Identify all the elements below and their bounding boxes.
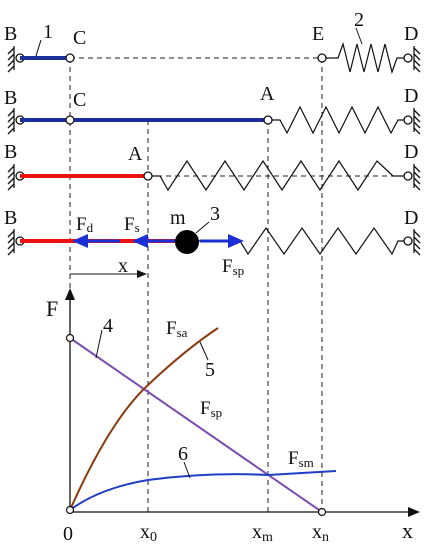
label-fd: Fd [76,214,94,235]
spring-row3 [152,159,404,192]
joint-c-row1 [65,53,75,63]
callout-1: 1 [43,21,53,43]
leader-2 [355,27,363,45]
label-fsm: Fsm [288,448,314,470]
y-axis-label: F [46,296,58,321]
wall-right-row3 [403,164,421,191]
leader-6 [183,461,191,479]
leader-5 [199,341,209,361]
joint-a-row3 [143,171,153,181]
force-arrows [72,234,244,248]
label-d-row4: D [404,207,418,229]
callout-5: 5 [205,359,215,381]
label-d-row2: D [404,85,418,107]
tick-x0: x0 [140,521,157,545]
label-fsa: Fsa [166,318,188,340]
leader-1 [35,39,42,57]
curve-fsm [69,470,337,511]
wall-right-row4 [403,229,421,256]
wall-left-row4 [7,229,25,256]
point-xn [317,507,327,517]
label-b-row4: B [4,207,17,229]
spring-row4 [196,226,404,256]
label-fsp-line: Fsp [200,398,222,420]
leader-4 [95,329,103,359]
joint-c-row2 [65,115,75,125]
curve-fsa [69,327,219,511]
label-fsp-force: Fsp [222,256,244,278]
origin-label: 0 [63,523,73,545]
arrow-fsp-head [228,234,244,248]
guide-lines [69,57,408,512]
callout-4: 4 [103,315,113,337]
wall-right-row2 [403,108,421,135]
joint-e-row1 [317,53,327,63]
wall-right-row1 [403,46,421,73]
row-2: B C A D [4,83,421,135]
label-d-row3: D [404,141,418,163]
tick-xn: xn [312,521,329,545]
arrow-fs-head [132,234,148,248]
label-c-row2: C [73,89,86,111]
line-fsp [69,337,323,513]
x-axis-arrowhead [408,507,420,517]
label-b-row3: B [4,141,17,163]
label-fs: Fs [124,214,140,235]
label-displacement: x [118,255,128,277]
point-f0 [65,333,75,343]
label-b-row1: B [4,23,17,45]
x-axis-label: x [402,518,413,543]
y-axis-arrowhead [65,288,75,300]
leader-3 [195,221,210,234]
joint-a-row2 [263,115,273,125]
label-e-row1: E [312,23,324,45]
point-origin [65,505,75,515]
tick-xm: xm [252,521,273,545]
row-4: B D m 3 Fd Fs Fsp x [4,203,421,278]
force-graph: F x 0 x0 xm xn 4 Fsa 5 Fsp Fsm 6 [46,288,420,545]
spring-row1 [326,41,404,75]
mass-ball [175,230,199,254]
label-mass: m [170,207,186,229]
label-a-row2: A [260,83,275,105]
arrow-fd-head [72,234,88,248]
label-d-row1: D [404,23,418,45]
row-1: B C E D 1 2 [4,9,421,75]
spring-row2 [272,105,404,135]
label-a-row3: A [128,143,143,165]
callout-2: 2 [354,9,364,31]
row-3: B A D [4,141,421,192]
label-c-row1: C [73,27,86,49]
label-b-row2: B [4,87,17,109]
callout-6: 6 [178,443,188,465]
callout-3: 3 [210,203,220,225]
